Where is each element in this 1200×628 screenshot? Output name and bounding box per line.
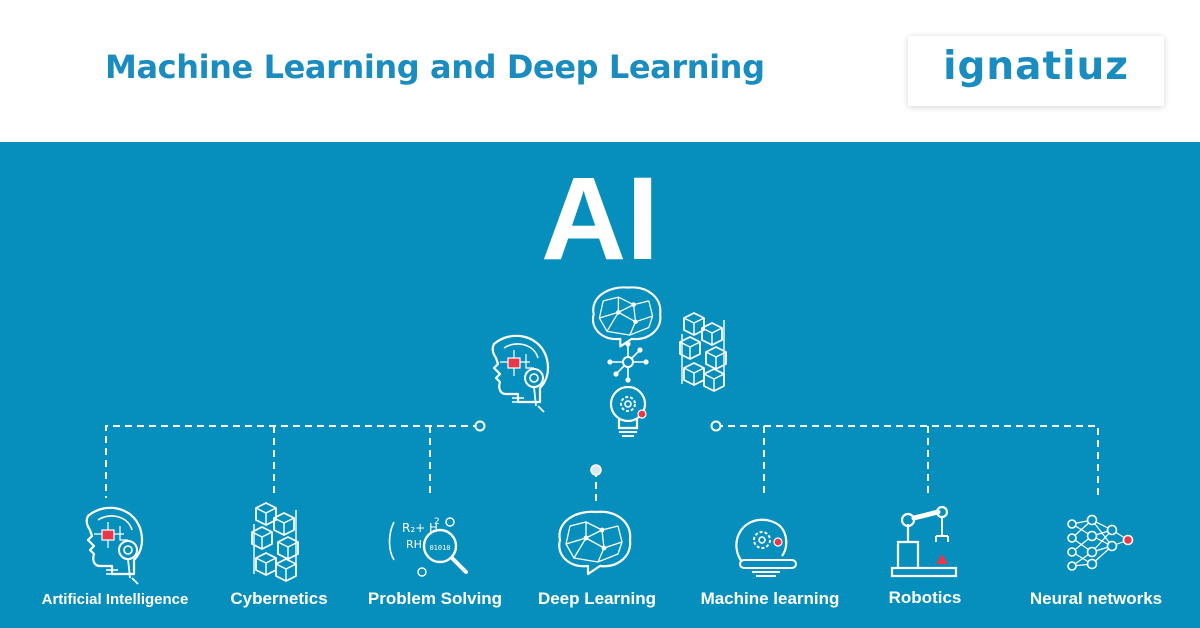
node-label-robotics[interactable]: Robotics [888, 588, 962, 607]
ai-head-icon[interactable] [85, 506, 144, 586]
cubes-icon[interactable] [252, 503, 298, 581]
central-icon-cluster [491, 286, 726, 438]
lightbulb-gear-icon[interactable] [735, 518, 798, 578]
diagram-canvas: 01010 R₂+ H RH 2 [85, 286, 1134, 586]
junction-right-dot [710, 420, 722, 432]
brain-network-icon[interactable] [558, 510, 632, 576]
header: Machine Learning and Deep Learning ignat… [0, 0, 1200, 142]
bottom-icons [85, 503, 1134, 586]
neural-network-icon[interactable] [1067, 514, 1134, 571]
logo-text: ignatiuz [943, 44, 1129, 89]
left-branch-line [105, 425, 480, 498]
node-label-deep-learning[interactable]: Deep Learning [537, 589, 657, 608]
cubes-icon [680, 313, 726, 391]
right-branch-line [716, 425, 1099, 498]
ai-heading: AI [541, 153, 659, 285]
node-label-cybernetics[interactable]: Cybernetics [230, 589, 328, 608]
connector-lines [105, 425, 1099, 504]
magnifier-formula-icon[interactable] [387, 515, 468, 578]
node-label-machine-learning[interactable]: Machine learning [700, 589, 840, 608]
network-hub-icon [606, 340, 650, 384]
junction-left-dot [474, 420, 486, 432]
diagram-panel: 01010 R₂+ H RH 2 [0, 142, 1200, 628]
brain-network-icon [591, 286, 662, 348]
node-label-artificial-intelligence[interactable]: Artificial Intelligence [41, 591, 189, 608]
logo[interactable]: ignatiuz [908, 36, 1164, 106]
page-title: Machine Learning and Deep Learning [105, 48, 765, 86]
junction-center-dot [590, 464, 602, 476]
node-label-neural-networks[interactable]: Neural networks [1029, 589, 1163, 608]
ai-head-icon [491, 334, 550, 414]
node-label-problem-solving[interactable]: Problem Solving [367, 589, 503, 608]
robot-arm-icon[interactable] [892, 507, 956, 576]
lightbulb-gear-icon [609, 385, 648, 438]
